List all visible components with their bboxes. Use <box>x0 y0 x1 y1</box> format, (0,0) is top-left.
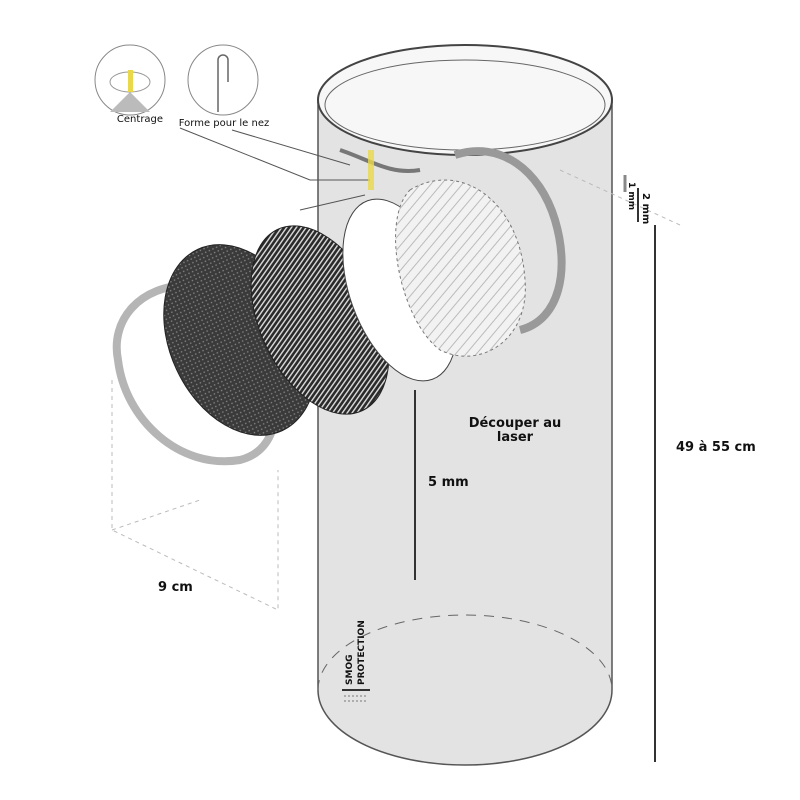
logo-line-2: PROTECTION <box>357 620 367 685</box>
mask-strap <box>453 147 566 334</box>
five-mm-label: 5 mm <box>428 475 469 490</box>
centering-label: Centrage <box>117 114 163 125</box>
one-mm-label: 1 mm <box>626 182 636 210</box>
centering-inset <box>94 44 166 116</box>
laser-cut-label-1: Découper au <box>469 416 562 431</box>
logo-line-1: SMOG <box>345 655 355 685</box>
smog-protection-logo: SMOG PROTECTION <box>342 620 370 702</box>
nose-shape-inset <box>187 44 259 116</box>
nine-cm-label: 9 cm <box>158 580 193 595</box>
mask-body <box>395 179 526 357</box>
two-mm-label: 2 mm <box>640 193 651 224</box>
nose-shape-label: Forme pour le nez <box>179 118 269 129</box>
leader-lines <box>179 127 370 211</box>
height-label: 49 à 55 cm <box>676 440 756 455</box>
laser-cut-label-2: laser <box>497 430 534 445</box>
centering-marker <box>368 150 374 190</box>
nose-clip <box>339 148 421 173</box>
dimension-guides <box>111 169 681 611</box>
